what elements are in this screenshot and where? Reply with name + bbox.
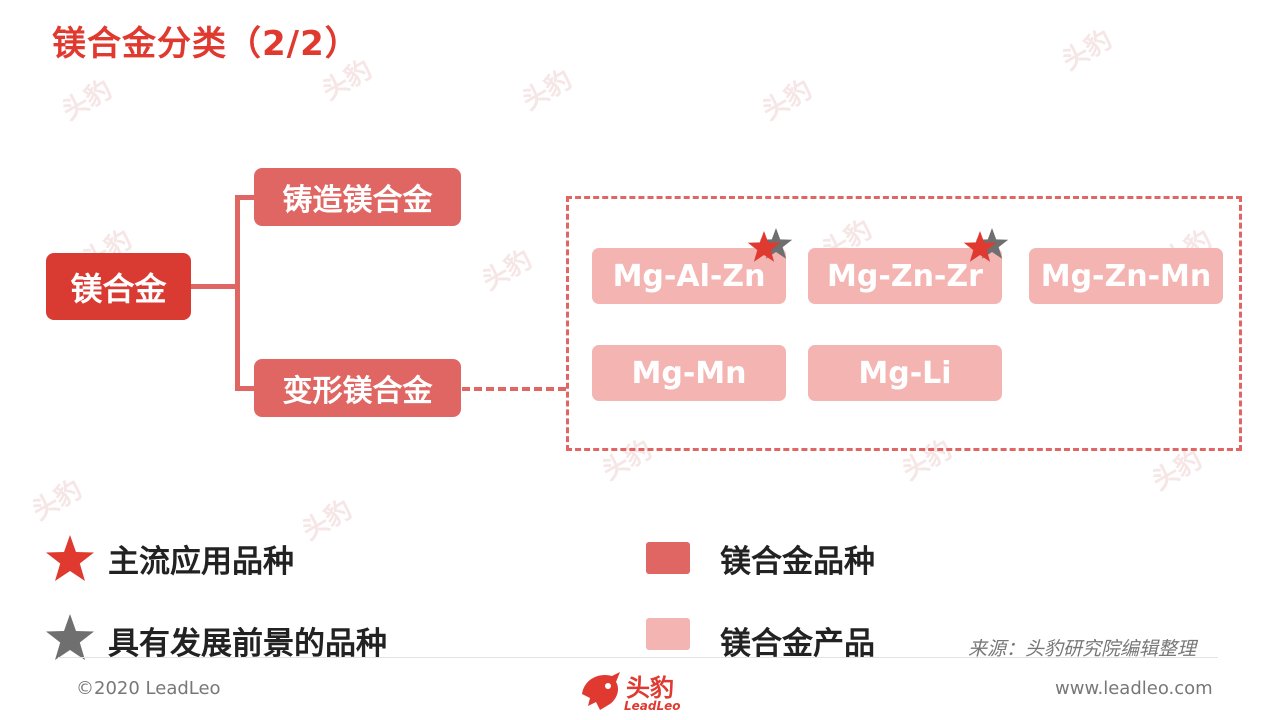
product-node: Mg-Zn-Mn (1029, 248, 1223, 304)
watermark-text: 头豹 (27, 474, 88, 527)
legend-swatch-product (646, 618, 690, 650)
connector-line (235, 195, 240, 391)
footer-copyright: ©2020 LeadLeo (76, 678, 221, 699)
watermark-text: 头豹 (57, 74, 118, 127)
product-node: Mg-Li (808, 345, 1002, 401)
connector-line (191, 284, 237, 289)
watermark-text: 头豹 (297, 494, 358, 547)
footer-divider (58, 657, 1218, 658)
legend-label-promising: 具有发展前景的品种 (108, 626, 387, 662)
legend-label-product: 镁合金产品 (720, 626, 875, 662)
legend-label-mainstream: 主流应用品种 (108, 544, 294, 580)
star-icon-pair (963, 228, 1009, 262)
legend-label-variety: 镁合金品种 (720, 544, 875, 580)
dashed-connector (462, 387, 566, 391)
product-group-box (566, 196, 1242, 451)
gray-star-icon (46, 614, 94, 660)
legend-swatch-variety (646, 542, 690, 574)
star-icon-pair (747, 228, 793, 262)
red-star-icon (46, 535, 94, 581)
watermark-text: 头豹 (477, 244, 538, 297)
root-node: 镁合金 (46, 253, 191, 320)
watermark-text: 头豹 (1057, 24, 1118, 77)
connector-line (235, 195, 255, 200)
logo-en-text: LeadLeo (624, 699, 681, 713)
red-star-icon (747, 231, 781, 262)
source-note: 来源：头豹研究院编辑整理 (968, 638, 1197, 660)
connector-line (235, 386, 255, 391)
category-node-cast: 铸造镁合金 (254, 168, 461, 226)
product-node: Mg-Zn-Zr (808, 248, 1002, 304)
category-node-wrought: 变形镁合金 (254, 359, 461, 417)
product-node: Mg-Al-Zn (592, 248, 786, 304)
red-star-icon (963, 231, 997, 262)
product-node: Mg-Mn (592, 345, 786, 401)
footer-url: www.leadleo.com (1055, 678, 1213, 699)
logo-cn-text: 头豹 (626, 674, 674, 702)
page-title: 镁合金分类（2/2） (52, 24, 360, 64)
leopard-logo-icon (582, 672, 620, 710)
footer-logo: 头豹 LeadLeo (578, 666, 706, 718)
watermark-text: 头豹 (517, 64, 578, 117)
watermark-text: 头豹 (757, 74, 818, 127)
